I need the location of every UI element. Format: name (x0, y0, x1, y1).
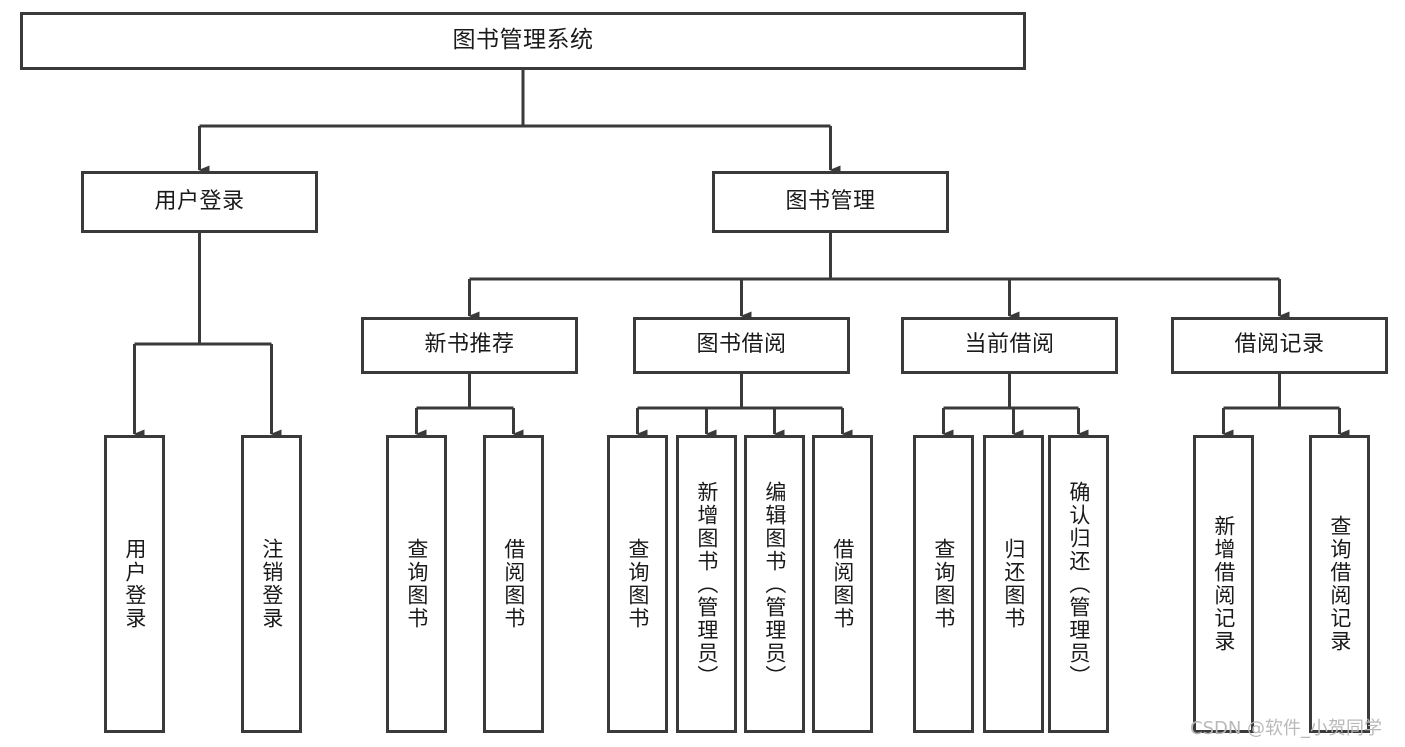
node-label: 借阅图书 (501, 538, 526, 630)
node-label: 新增借阅记录 (1211, 515, 1236, 653)
node-new-book-rec: 新书推荐 (361, 317, 578, 374)
node-leaf-confirm-return: 确认归还（管理员） (1048, 435, 1109, 733)
node-label: 图书管理系统 (452, 27, 594, 54)
node-label: 查询借阅记录 (1327, 515, 1352, 653)
node-label: 图书管理 (785, 188, 876, 214)
node-user-login: 用户登录 (81, 171, 318, 233)
csdn-watermark: CSDN @软件_小贺同学 (1190, 718, 1383, 739)
node-borrow-record: 借阅记录 (1171, 317, 1388, 374)
node-label: 用户登录 (122, 538, 147, 630)
node-leaf-borrow-book: 借阅图书 (812, 435, 873, 733)
node-leaf-query-book-borrow: 查询图书 (607, 435, 668, 733)
node-leaf-query-book-rec: 查询图书 (386, 435, 447, 733)
node-leaf-user-login: 用户登录 (104, 435, 165, 733)
node-label: 确认归还（管理员） (1066, 480, 1091, 688)
node-label: 归还图书 (1001, 538, 1026, 630)
node-leaf-query-record: 查询借阅记录 (1309, 435, 1370, 733)
node-label: 查询图书 (931, 538, 956, 630)
node-label: 图书借阅 (696, 332, 787, 358)
node-current-borrow: 当前借阅 (901, 317, 1118, 374)
node-leaf-logout: 注销登录 (241, 435, 302, 733)
node-book-borrow: 图书借阅 (633, 317, 850, 374)
node-label: 新增图书（管理员） (694, 480, 719, 688)
node-book-manage: 图书管理 (712, 171, 949, 233)
node-label: 编辑图书（管理员） (762, 480, 787, 688)
node-label: 查询图书 (625, 538, 650, 630)
node-label: 当前借阅 (964, 332, 1055, 358)
node-label: 新书推荐 (424, 332, 515, 358)
node-leaf-add-record: 新增借阅记录 (1193, 435, 1254, 733)
node-label: 借阅图书 (830, 538, 855, 630)
node-label: 查询图书 (404, 538, 429, 630)
node-leaf-edit-book: 编辑图书（管理员） (744, 435, 805, 733)
node-leaf-add-book: 新增图书（管理员） (676, 435, 737, 733)
node-label: 注销登录 (259, 538, 284, 630)
node-root: 图书管理系统 (20, 12, 1026, 70)
node-label: 用户登录 (154, 188, 245, 214)
node-leaf-query-book-cur: 查询图书 (913, 435, 974, 733)
node-leaf-borrow-book-rec: 借阅图书 (483, 435, 544, 733)
node-leaf-return-book: 归还图书 (983, 435, 1044, 733)
node-label: 借阅记录 (1234, 332, 1325, 358)
